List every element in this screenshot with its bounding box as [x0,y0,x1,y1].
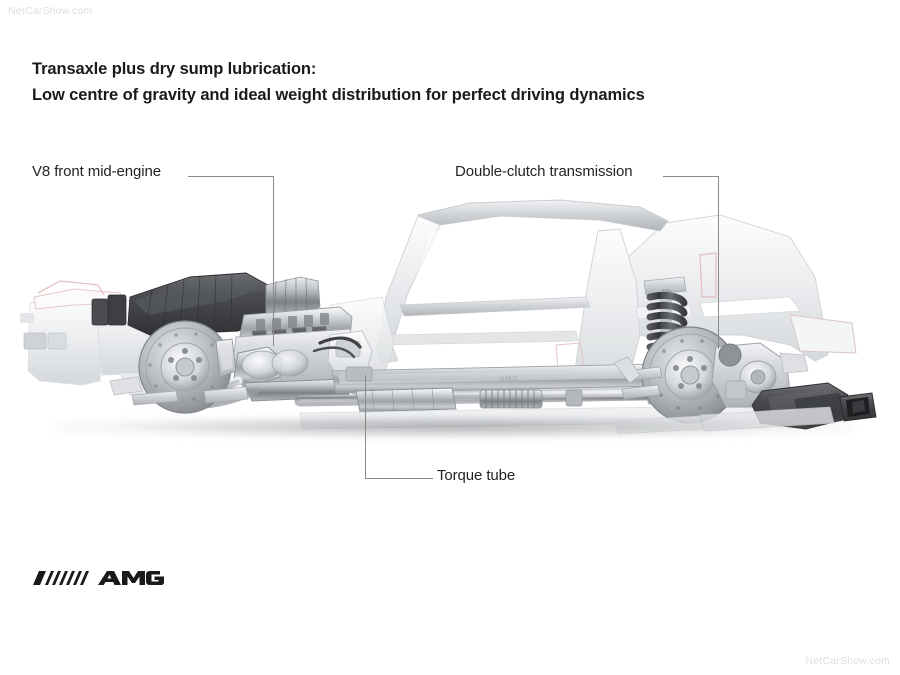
leader-line-v8-horizontal [188,176,274,177]
torque-tube: AMG [331,362,705,394]
leader-line-dct-vertical [718,176,719,349]
chassis-illustration: AMG [20,199,877,435]
watermark-bottom-right: NetCarShow.com [805,655,890,667]
exhaust-flex-joint [479,389,543,409]
air-intake-box [91,272,321,336]
amg-logo [33,571,164,585]
exhaust-tailpipe [839,392,877,422]
leader-line-torque-tube-vertical [365,375,366,479]
callout-label-double-clutch-transmission: Double-clutch transmission [455,163,633,180]
headline-line-2: Low centre of gravity and ideal weight d… [32,85,645,104]
leader-line-dct-horizontal [663,176,719,177]
front-suspension-linkage [109,376,249,406]
page-title: Transaxle plus dry sump lubrication: Low… [32,57,822,108]
leader-line-v8-vertical [273,176,274,346]
watermark-top-left: NetCarShow.com [8,5,93,17]
svg-text:AMG: AMG [500,376,519,383]
front-brake-disc [138,320,237,414]
callout-label-v8-front-mid-engine: V8 front mid-engine [32,163,162,180]
leader-line-torque-tube-horizontal [365,478,433,479]
callout-label-torque-tube: Torque tube [437,467,516,484]
headline-line-1: Transaxle plus dry sump lubrication: [32,60,317,78]
